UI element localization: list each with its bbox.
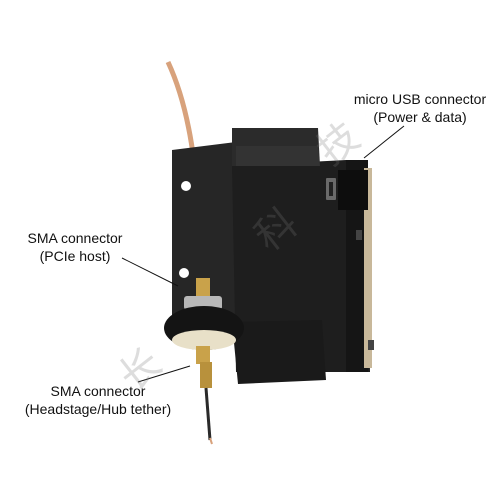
side-notch [368, 340, 374, 350]
clip-gear [172, 330, 236, 350]
label-micro-usb-title: micro USB connector [353, 91, 487, 107]
lower-block [232, 320, 326, 384]
leader-hub [137, 365, 191, 383]
label-sma-pcie: SMA connector (PCIe host) [0, 229, 150, 265]
label-sma-hub: SMA connector (Headstage/Hub tether) [0, 382, 196, 418]
sma-connector-bottom [200, 362, 212, 388]
sma-nut [184, 296, 222, 310]
leader-pcie [121, 257, 179, 287]
usb-port-inner [329, 182, 333, 196]
usb-port-housing [338, 170, 368, 210]
label-micro-usb: micro USB connector (Power & data) [340, 90, 500, 126]
label-sma-hub-title: SMA connector [50, 383, 146, 399]
leader-usb [363, 125, 405, 159]
label-sma-pcie-title: SMA connector [27, 230, 123, 246]
enclosure-side [346, 160, 368, 372]
enclosure-body [232, 160, 370, 372]
sma-connector-top [196, 278, 210, 298]
label-sma-hub-subtitle: (Headstage/Hub tether) [24, 401, 172, 417]
label-micro-usb-subtitle: (Power & data) [373, 109, 467, 125]
label-sma-pcie-subtitle: (PCIe host) [39, 248, 111, 264]
mount-hole-bottom [179, 268, 189, 278]
pcb-edge [364, 168, 372, 368]
enclosure-shoulder [236, 146, 320, 166]
tether-cable [204, 387, 212, 441]
clip-shaft [196, 346, 210, 364]
side-notch [356, 230, 362, 240]
tether-cable-end [209, 437, 213, 445]
mount-hole-top [181, 181, 191, 191]
